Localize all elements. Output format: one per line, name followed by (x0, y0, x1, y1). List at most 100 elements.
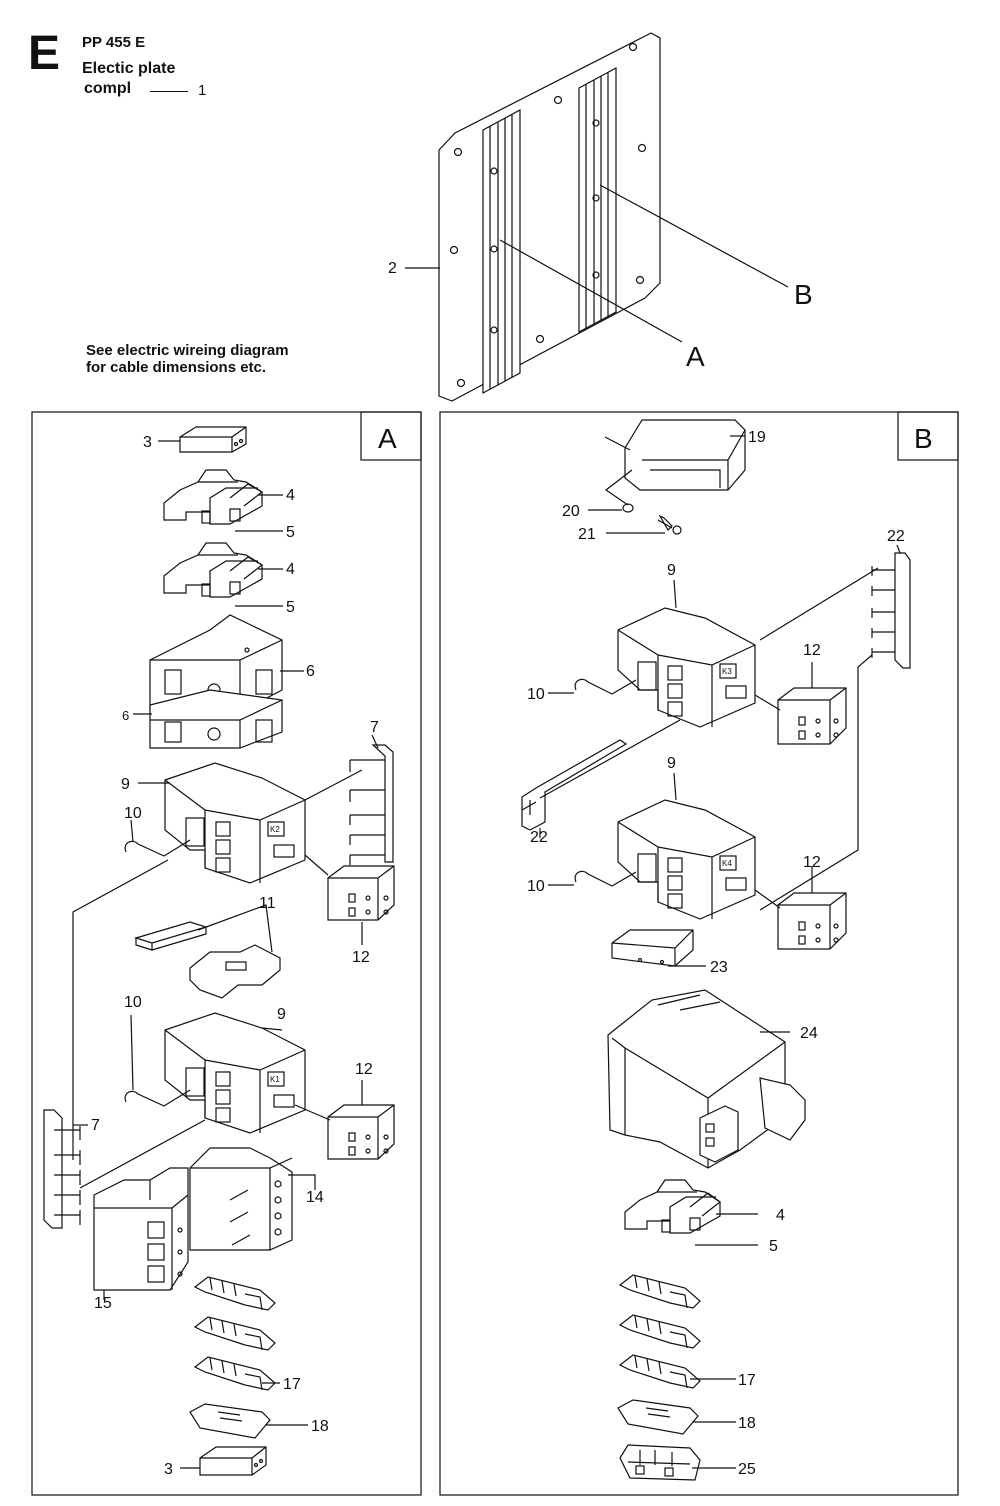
part-label: 4 (286, 561, 295, 578)
suppressor (574, 678, 637, 695)
panel-a-letter: A (378, 423, 397, 454)
part-label: 10 (527, 878, 545, 895)
part-label: 23 (710, 959, 728, 976)
callout-b: B (794, 279, 813, 310)
rail-b-leader (599, 184, 789, 288)
terminal-holder (163, 542, 264, 598)
section-letter: E (28, 27, 61, 80)
title-leader-line (150, 91, 188, 92)
separator-plate (189, 1403, 271, 1439)
end-terminal (619, 1444, 701, 1481)
contactor (164, 1012, 306, 1134)
part-label: 9 (667, 562, 676, 579)
terminal-cover (624, 419, 746, 491)
part-label: 12 (355, 1061, 373, 1078)
assembly-part-number: 1 (198, 82, 207, 99)
panel-a-letter-box (360, 411, 422, 461)
terminal (618, 1354, 701, 1389)
part-label: 5 (286, 599, 295, 616)
part-label: 25 (738, 1461, 756, 1478)
contactor (164, 762, 306, 884)
suppressor (124, 839, 191, 857)
part-label: 5 (286, 524, 295, 541)
part-label: 12 (803, 854, 821, 871)
washer (622, 503, 634, 513)
part-label: 14 (306, 1189, 324, 1206)
panel-b-letter: B (914, 423, 933, 454)
part-label: 12 (352, 949, 370, 966)
electric-plate (438, 32, 661, 402)
part-label: 22 (887, 528, 905, 545)
terminal (618, 1274, 701, 1309)
part-label: 3 (164, 1461, 173, 1478)
assembly-title-line2: compl (84, 80, 132, 97)
assembly-title: Electic plate (82, 60, 176, 77)
label-plate: 2 (388, 260, 397, 277)
contactor-mark: K2 (270, 825, 280, 834)
part-label: 12 (803, 642, 821, 659)
part-label: 3 (143, 434, 152, 451)
model-number: PP 455 E (82, 34, 146, 51)
part-label: 22 (530, 829, 548, 846)
part-label: 21 (578, 526, 596, 543)
terminal-holder (624, 1179, 721, 1234)
busbar (521, 739, 628, 831)
part-label: 19 (748, 429, 766, 446)
callout-a: A (686, 341, 705, 372)
suppressor (574, 870, 637, 887)
auxiliary-contact (327, 1104, 395, 1160)
terminal (193, 1316, 276, 1351)
part-label: 9 (667, 755, 676, 772)
busbar (871, 552, 911, 669)
terminal (193, 1276, 276, 1311)
busbar (349, 744, 394, 865)
part-label: 24 (800, 1025, 818, 1042)
terminal-block (93, 1167, 189, 1291)
part-label: 11 (259, 895, 276, 912)
screw (657, 514, 682, 535)
part-label: 10 (124, 805, 142, 822)
part-label: 6 (122, 708, 129, 723)
phase-monitor (189, 1147, 293, 1251)
part-label: 10 (527, 686, 545, 703)
part-label: 9 (121, 776, 130, 793)
part-label: 17 (283, 1376, 301, 1393)
terminal-holder (163, 469, 264, 525)
auxiliary-block (611, 929, 694, 967)
part-label: 6 (306, 663, 315, 680)
part-label: 7 (91, 1117, 100, 1134)
part-label: 15 (94, 1295, 112, 1312)
terminal (618, 1314, 701, 1349)
part-label: 5 (769, 1238, 778, 1255)
interlock-part (133, 921, 281, 999)
contactor (617, 607, 756, 728)
contactor-mark: K3 (722, 667, 732, 676)
terminal (193, 1356, 276, 1391)
busbar (43, 1109, 81, 1229)
part-label: 18 (311, 1418, 329, 1435)
end-cover (199, 1446, 267, 1476)
auxiliary-contact (777, 892, 847, 950)
part-label: 4 (286, 487, 295, 504)
part-label: 7 (370, 719, 379, 736)
suppressor (124, 1089, 191, 1107)
part-label: 17 (738, 1372, 756, 1389)
contactor-mark: K1 (270, 1075, 280, 1084)
panel-b-frame (439, 411, 959, 1496)
part-label: 4 (776, 1207, 785, 1224)
separator-plate (617, 1399, 699, 1435)
rail-a-leader (499, 239, 683, 343)
contactor (617, 799, 756, 920)
part-label: 20 (562, 503, 580, 520)
part-label: 10 (124, 994, 142, 1011)
control-transformer (607, 989, 806, 1169)
auxiliary-contact (327, 865, 395, 921)
circuit-breaker (149, 689, 283, 749)
wiring-note-line2: for cable dimensions etc. (86, 359, 267, 376)
end-cover (179, 426, 247, 453)
part-label: 9 (277, 1006, 286, 1023)
circuit-breaker (149, 614, 283, 713)
auxiliary-contact (777, 687, 847, 745)
panel-b-letter-box (897, 411, 959, 461)
